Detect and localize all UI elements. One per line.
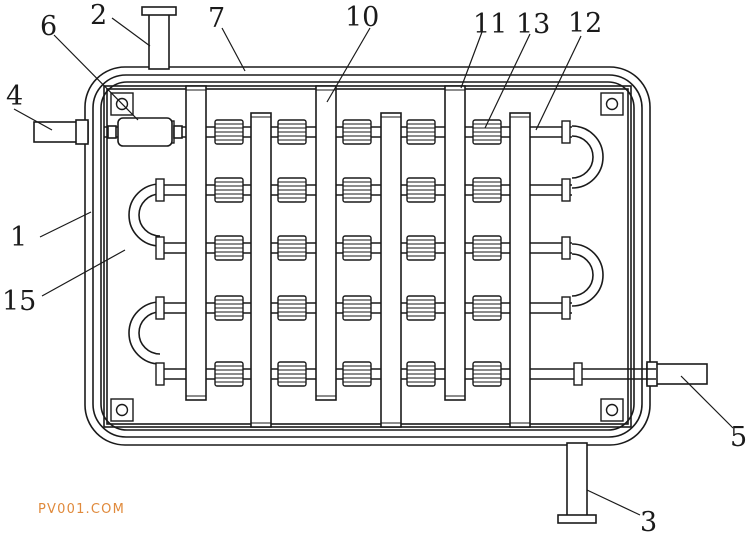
leader-1 [39, 211, 92, 238]
flange-10 [573, 362, 583, 386]
label-6: 6 [40, 11, 57, 42]
fin-group-r3-c2 [277, 235, 307, 261]
leader-6 [53, 34, 139, 121]
fin-group-r2-c4 [406, 177, 436, 203]
inner-frame [103, 85, 632, 428]
housing-inner-wall [92, 74, 643, 438]
u-bend-right-lower [571, 243, 604, 307]
flange-6 [561, 236, 571, 260]
leader-15 [41, 249, 126, 297]
fin-group-r3-c4 [406, 235, 436, 261]
fin-group-r4-c4 [406, 295, 436, 321]
label-15: 15 [2, 286, 36, 317]
outlet-pipe-right [646, 361, 708, 387]
leader-12 [535, 35, 582, 131]
fin-group-r5-c2 [277, 361, 307, 387]
fin-group-r5-c1 [214, 361, 244, 387]
baffle-plate-1 [185, 85, 207, 401]
corner-bolt-bottom-right [600, 398, 624, 422]
label-3: 3 [640, 507, 657, 538]
leader-11 [460, 31, 483, 89]
inner-frame-outer [103, 85, 632, 428]
fin-group-r3-c1 [214, 235, 244, 261]
baffle-plate-4 [380, 112, 402, 428]
leader-3 [586, 489, 641, 516]
flow-meter [107, 117, 183, 147]
leader-5 [680, 375, 734, 429]
flange-8 [561, 296, 571, 320]
fin-group-r3-c5 [472, 235, 502, 261]
label-5: 5 [730, 422, 747, 453]
inner-frame-inner [106, 88, 629, 425]
fin-group-r4-c5 [472, 295, 502, 321]
u-bend-left-upper [128, 183, 161, 247]
fin-group-r5-c5 [472, 361, 502, 387]
fin-group-r4-c3 [342, 295, 372, 321]
fin-groups [214, 119, 502, 387]
watermark-text: PV001.COM [38, 502, 126, 517]
fin-group-r5-c4 [406, 361, 436, 387]
u-bend-right-upper [571, 125, 604, 189]
label-2: 2 [90, 0, 107, 31]
fin-group-r3-c3 [342, 235, 372, 261]
corner-bolt-top-right [600, 92, 624, 116]
flange-5 [155, 236, 165, 260]
top-outlet-pipe [141, 6, 177, 70]
leader-lines [13, 17, 734, 516]
leader-4 [13, 108, 53, 131]
baffle-plate-2 [250, 112, 272, 428]
label-11: 11 [473, 9, 507, 40]
bottom-outlet-pipe [557, 442, 597, 524]
baffle-plate-3 [315, 85, 337, 401]
flange-2 [561, 120, 571, 144]
fin-group-r1-c5 [472, 119, 502, 145]
label-10: 10 [345, 2, 379, 33]
fin-group-r2-c2 [277, 177, 307, 203]
u-bends [128, 125, 604, 365]
flange-4 [561, 178, 571, 202]
fin-group-r5-c3 [342, 361, 372, 387]
corner-bolt-bottom-left [110, 398, 134, 422]
label-1: 1 [10, 222, 27, 253]
flange-7 [155, 296, 165, 320]
label-13: 13 [516, 9, 550, 40]
flange-3 [155, 178, 165, 202]
leader-10 [326, 27, 371, 103]
baffle-plate-6 [509, 112, 531, 428]
fin-group-r1-c1 [214, 119, 244, 145]
housing-outer-wall [84, 66, 651, 446]
label-12: 12 [568, 8, 602, 39]
label-4: 4 [6, 81, 23, 112]
label-7: 7 [208, 3, 225, 34]
fin-group-r1-c3 [342, 119, 372, 145]
fin-group-r2-c1 [214, 177, 244, 203]
baffle-plates [185, 85, 531, 428]
u-bend-left-lower [128, 301, 161, 365]
housing [84, 66, 651, 446]
fin-group-r4-c1 [214, 295, 244, 321]
housing-liner [100, 81, 635, 431]
fin-group-r1-c2 [277, 119, 307, 145]
leader-7 [221, 27, 246, 72]
flange-9 [155, 362, 165, 386]
fin-group-r4-c2 [277, 295, 307, 321]
leader-13 [484, 33, 531, 129]
fin-group-r2-c3 [342, 177, 372, 203]
external-pipes [33, 6, 708, 524]
fin-group-r1-c4 [406, 119, 436, 145]
inlet-pipe-left [33, 119, 89, 145]
leader-2 [111, 17, 151, 47]
baffle-plate-5 [444, 85, 466, 401]
fin-group-r2-c5 [472, 177, 502, 203]
